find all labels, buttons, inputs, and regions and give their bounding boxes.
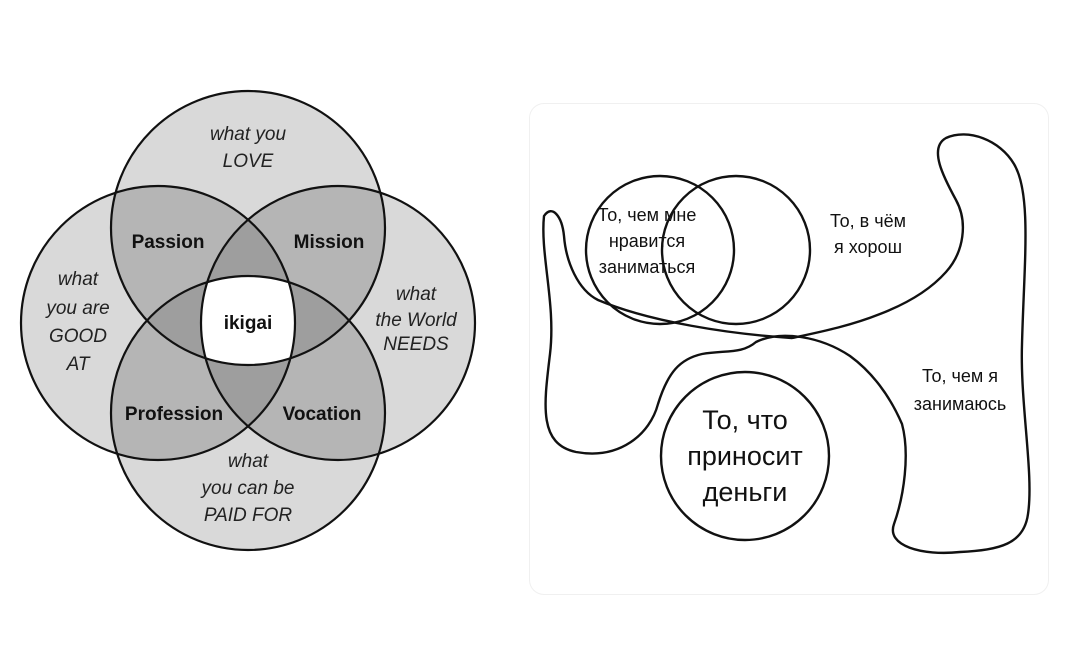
label-good-line4: AT: [66, 354, 91, 375]
label-needs-line2: the World: [375, 310, 458, 331]
label-paid-line1: what: [228, 451, 269, 472]
circle-world-needs: [199, 184, 477, 462]
label-doing-line1: То, чем я: [922, 366, 998, 386]
blob-what-i-do: [542, 133, 1031, 554]
label-paid-line3: PAID FOR: [204, 505, 293, 526]
label-good-ru-line1: То, в чём: [830, 211, 906, 231]
circle-good-at: [19, 184, 297, 462]
label-profession: Profession: [125, 404, 223, 425]
circle-paid-for: [109, 274, 387, 552]
label-like-line1: То, чем мне: [598, 205, 697, 225]
circle-brings-money: [659, 370, 831, 542]
meme-venn-svg: То, чем мне нравится заниматься То, в чё…: [542, 133, 1031, 554]
circle-good-at-ru: [660, 174, 812, 326]
label-good-line3: GOOD: [49, 326, 107, 347]
ikigai-circle-outlines: [19, 89, 477, 552]
label-love-line2: LOVE: [223, 151, 274, 172]
label-like-line2: нравится: [609, 231, 685, 251]
label-ikigai-center: ikigai: [224, 313, 273, 334]
label-needs-line3: NEEDS: [383, 334, 449, 355]
label-mission: Mission: [294, 232, 365, 253]
circle-love: [109, 89, 387, 367]
label-good-ru-line2: я хорош: [834, 237, 902, 257]
ikigai-triple-overlaps: [111, 186, 385, 460]
label-money-line2: приносит: [687, 441, 803, 471]
label-passion: Passion: [132, 232, 205, 253]
label-money-line3: деньги: [703, 477, 788, 507]
label-good-line1: what: [58, 269, 99, 290]
label-vocation: Vocation: [283, 404, 362, 425]
label-doing-line2: занимаюсь: [914, 394, 1007, 414]
ikigai-venn-svg: what you LOVE what you are GOOD AT what …: [19, 89, 477, 552]
label-love-line1: what you: [210, 124, 286, 145]
label-needs-line1: what: [396, 284, 437, 305]
label-paid-line2: you can be: [200, 478, 295, 499]
circle-like-to-do: [584, 174, 736, 326]
meme-diagram: То, чем мне нравится заниматься То, в чё…: [530, 104, 1048, 594]
ikigai-diagram: what you LOVE what you are GOOD AT what …: [0, 0, 520, 670]
label-like-line3: заниматься: [599, 257, 696, 277]
label-money-line1: То, что: [702, 405, 788, 435]
label-good-line2: you are: [44, 298, 109, 319]
